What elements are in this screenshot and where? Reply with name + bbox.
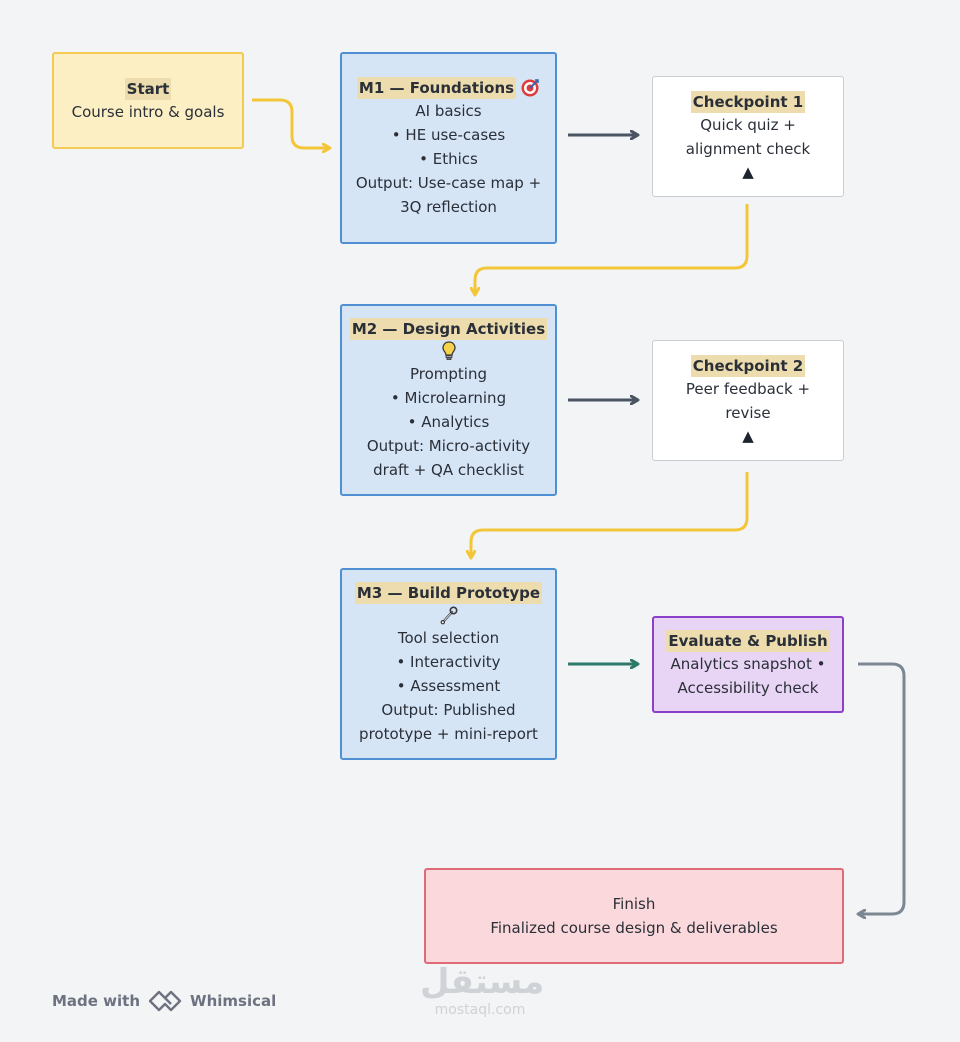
node-m1[interactable]: M1 — Foundations AI basics • HE use-case… — [340, 52, 557, 244]
node-finish-line: Finalized course design & deliverables — [490, 919, 778, 937]
made-with-label: Made with — [52, 992, 141, 1010]
node-m2[interactable]: M2 — Design Activities Prompting • Micro… — [340, 304, 557, 496]
node-m2-line: • Microlearning — [390, 389, 507, 407]
triangle-marker-icon: ▲ — [742, 426, 754, 445]
watermark-arabic: مستقل — [420, 962, 545, 1002]
made-with-footer[interactable]: Made with Whimsical — [52, 990, 276, 1012]
node-m2-line: Output: Micro-activity — [366, 437, 531, 455]
node-m3-line: • Interactivity — [396, 653, 501, 671]
node-m3-line: prototype + mini-report — [359, 725, 538, 743]
node-start[interactable]: Start Course intro & goals — [52, 52, 244, 149]
node-m2-line: draft + QA checklist — [373, 461, 524, 479]
lightbulb-icon — [441, 341, 456, 361]
node-cp2-line: revise — [725, 403, 771, 422]
whimsical-logo-icon — [148, 990, 182, 1012]
target-icon — [521, 79, 539, 97]
node-m1-line: • Ethics — [419, 150, 478, 168]
node-m3-line: Tool selection — [397, 629, 500, 647]
node-m2-title: M2 — Design Activities — [349, 318, 548, 340]
node-m1-title: M1 — Foundations — [356, 77, 517, 99]
node-cp1-title: Checkpoint 1 — [690, 90, 806, 113]
node-finish-title: Finish — [612, 895, 656, 913]
node-m1-line: Output: Use-case map + — [355, 174, 542, 192]
node-checkpoint-1[interactable]: Checkpoint 1 Quick quiz + alignment chec… — [652, 76, 844, 197]
node-cp2-line: Peer feedback + — [685, 379, 811, 398]
triangle-marker-icon: ▲ — [742, 162, 754, 181]
wrench-icon — [440, 606, 458, 625]
node-eval-title: Evaluate & Publish — [666, 629, 830, 652]
node-m1-line: • HE use-cases — [391, 126, 506, 144]
node-cp1-line: alignment check — [685, 139, 811, 158]
node-m2-line: Prompting — [409, 365, 487, 383]
node-checkpoint-2[interactable]: Checkpoint 2 Peer feedback + revise ▲ — [652, 340, 844, 461]
node-evaluate-publish[interactable]: Evaluate & Publish Analytics snapshot • … — [652, 616, 844, 713]
node-finish[interactable]: Finish Finalized course design & deliver… — [424, 868, 844, 964]
node-eval-line: Accessibility check — [677, 678, 819, 697]
node-start-line: Course intro & goals — [71, 102, 225, 121]
node-eval-line: Analytics snapshot • — [670, 654, 826, 673]
node-m3-line: Output: Published — [381, 701, 516, 719]
node-start-title: Start — [124, 77, 172, 100]
node-cp2-title: Checkpoint 2 — [690, 354, 806, 377]
watermark-latin: mostaql.com — [434, 1002, 526, 1018]
mostaql-watermark: مستقل mostaql.com — [420, 962, 545, 1018]
node-m1-line: AI basics — [415, 102, 482, 120]
node-m3-title: M3 — Build Prototype — [354, 582, 543, 604]
node-m3[interactable]: M3 — Build Prototype Tool selection • In… — [340, 568, 557, 760]
connector-cp1-m2 — [475, 204, 749, 295]
node-m1-line: 3Q reflection — [400, 198, 497, 216]
node-cp1-line: Quick quiz + — [700, 115, 796, 134]
node-m3-line: • Assessment — [396, 677, 501, 695]
node-m2-line: • Analytics — [407, 413, 490, 431]
connector-cp2-m3 — [471, 472, 749, 558]
connector-eval-finish — [858, 662, 906, 914]
connector-start-m1 — [252, 98, 330, 148]
whimsical-brand: Whimsical — [190, 992, 277, 1010]
